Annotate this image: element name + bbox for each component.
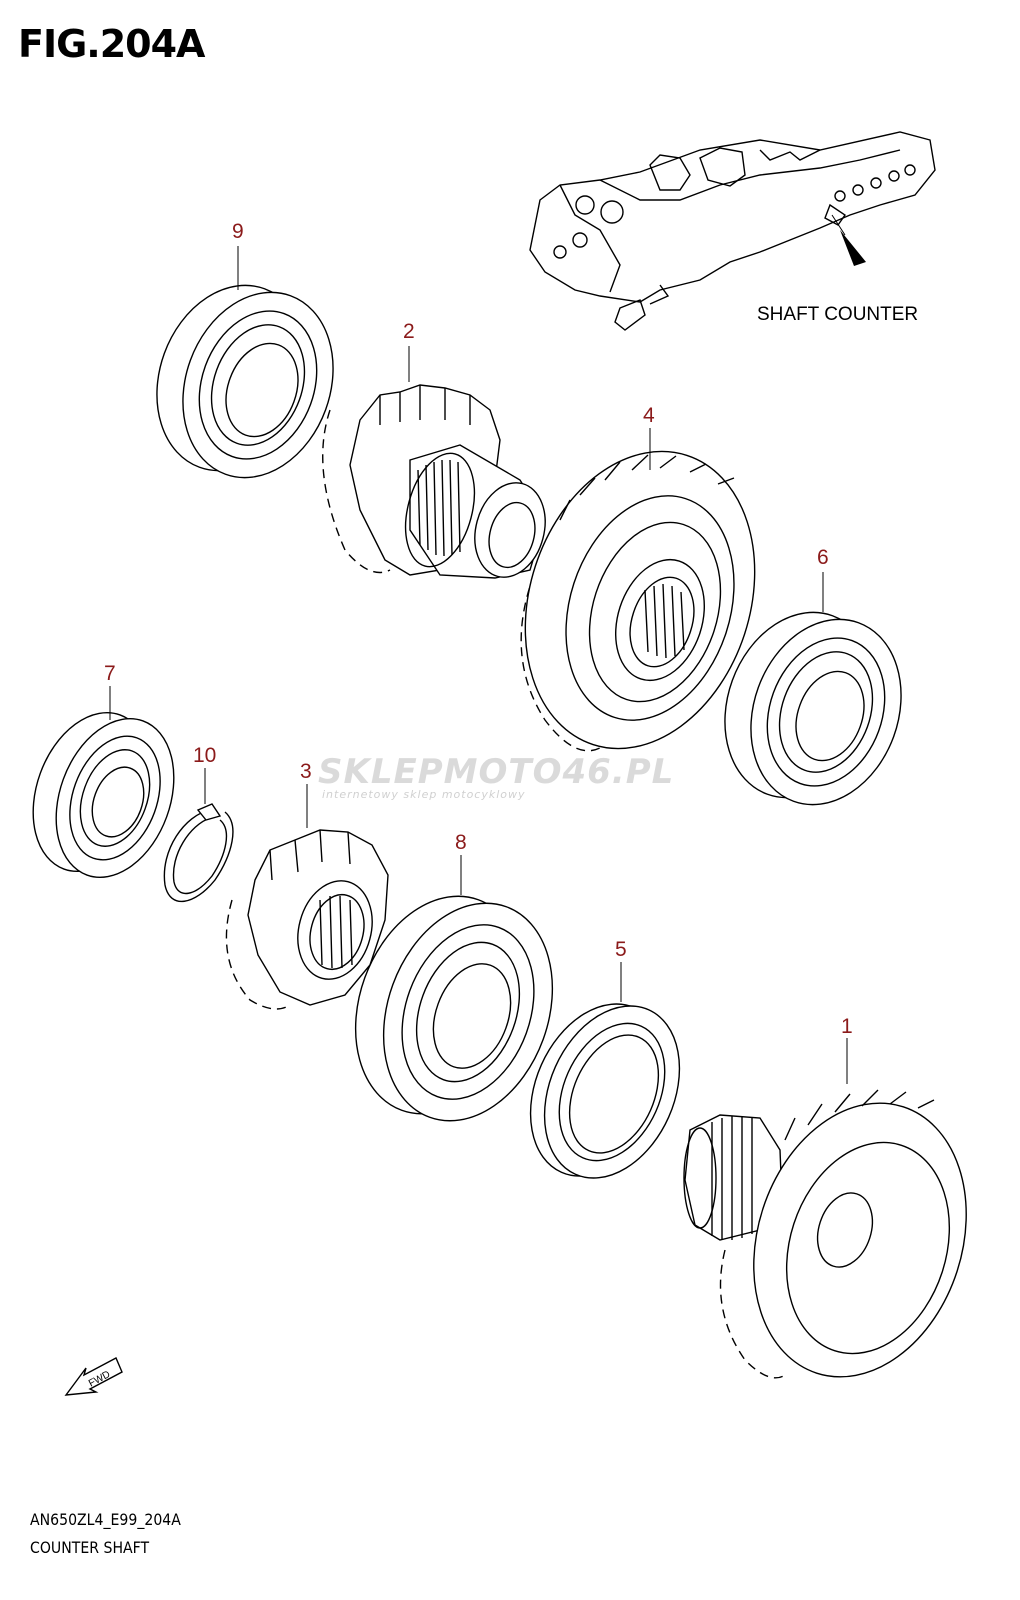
diagram-code: AN650ZL4_E99_204A — [30, 1510, 181, 1529]
footer: AN650ZL4_E99_204A COUNTER SHAFT — [30, 1506, 181, 1562]
gear-part-2 — [322, 384, 546, 579]
shaft-counter-label: SHAFT COUNTER — [757, 304, 918, 325]
gear-part-4 — [520, 450, 756, 752]
part-number-10: 10 — [193, 744, 216, 767]
part-number-2: 2 — [403, 320, 415, 343]
engine-assembly-thumbnail — [529, 131, 936, 331]
figure-title: FIG.204A — [18, 22, 205, 66]
part-number-7: 7 — [104, 662, 116, 685]
part-number-1: 1 — [841, 1015, 853, 1038]
bearing-part-8 — [354, 895, 554, 1122]
bearing-part-7 — [32, 711, 175, 879]
fwd-direction-arrow: FWD — [64, 1357, 123, 1396]
bearing-part-6 — [724, 611, 902, 806]
part-number-4: 4 — [643, 404, 655, 427]
diagram-caption: COUNTER SHAFT — [30, 1538, 150, 1557]
circlip-part-10 — [163, 803, 234, 902]
pointer-arrow-icon — [840, 230, 866, 266]
part-number-5: 5 — [615, 938, 627, 961]
part-number-3: 3 — [300, 760, 312, 783]
part-number-6: 6 — [817, 546, 829, 569]
watermark: SKLEPMOTO46.PL internetowy sklep motocyk… — [318, 752, 674, 801]
watermark-sub-text: internetowy sklep motocyklowy — [322, 788, 526, 801]
part-number-8: 8 — [455, 831, 467, 854]
counter-shaft-part-1 — [683, 1089, 967, 1379]
part-number-9: 9 — [232, 220, 244, 243]
washer-part-5 — [529, 1003, 681, 1179]
gear-part-3 — [225, 829, 389, 1010]
watermark-main-text: SKLEPMOTO46.PL — [318, 752, 675, 792]
bearing-part-9 — [156, 284, 334, 479]
